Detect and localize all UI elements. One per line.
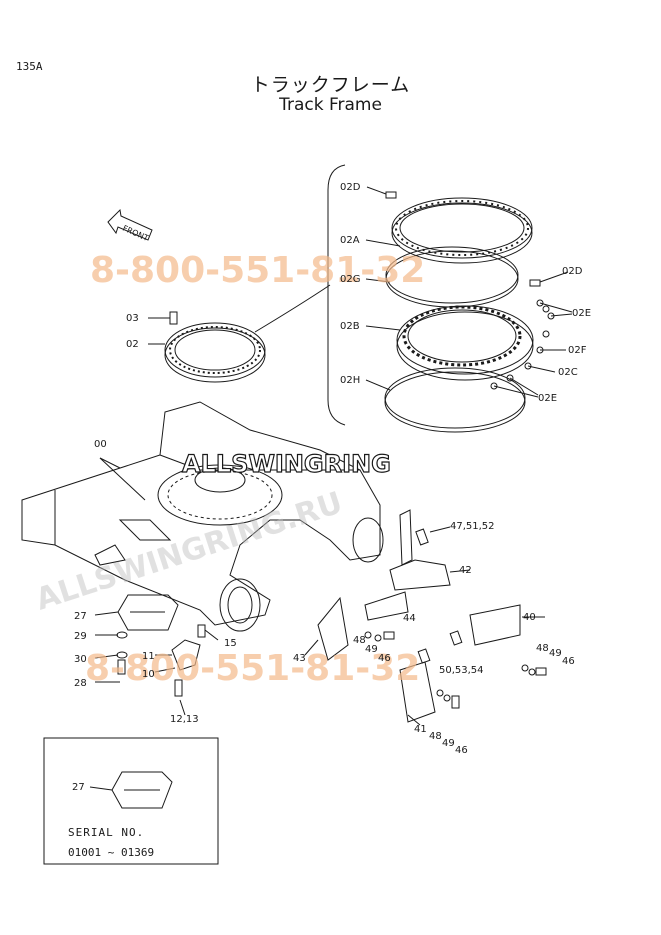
label-49a: 49	[365, 644, 378, 655]
label-10: 10	[142, 669, 155, 680]
label-02f: 02F	[568, 345, 587, 356]
label-48c: 48	[429, 731, 442, 742]
label-44: 44	[403, 613, 416, 624]
title-english: Track Frame	[279, 95, 382, 115]
label-12-13: 12,13	[170, 714, 199, 725]
label-02e-top: 02E	[572, 308, 591, 319]
brand-watermark: ALLSWINGRING	[182, 450, 391, 478]
bracket-44	[364, 591, 409, 621]
inset-label-27: 27	[72, 782, 85, 793]
plate-43	[304, 596, 349, 661]
label-02b: 02B	[340, 321, 360, 332]
label-03: 03	[126, 313, 139, 324]
ring-02h	[384, 367, 526, 429]
serial-number-label: SERIAL NO.	[68, 826, 145, 839]
label-27: 27	[74, 611, 87, 622]
label-15: 15	[224, 638, 237, 649]
label-02: 02	[126, 339, 139, 350]
ring-02a	[391, 197, 533, 264]
label-02d-top: 02D	[340, 182, 361, 193]
label-46a: 46	[378, 653, 391, 664]
site-watermark: ALLSWINGRING.RU	[32, 485, 347, 617]
label-46b: 46	[562, 656, 575, 667]
bolts-and-washers	[364, 526, 547, 709]
label-29: 29	[74, 631, 87, 642]
title-japanese: トラックフレーム	[250, 74, 411, 96]
label-02g: 02G	[340, 274, 360, 285]
label-30: 30	[74, 654, 87, 665]
label-46c: 46	[455, 745, 468, 756]
ring-02b	[396, 305, 534, 381]
label-47: 47,51,52	[450, 521, 495, 532]
group-connector	[254, 284, 331, 333]
cover-40	[469, 604, 545, 646]
front-arrow-label: FRONT	[121, 224, 150, 243]
label-02a: 02A	[340, 235, 360, 246]
label-02d-right: 02D	[562, 266, 583, 277]
serial-number-range: 01001 ~ 01369	[68, 846, 155, 859]
small-fittings	[385, 191, 573, 398]
label-43: 43	[293, 653, 306, 664]
phone-watermark-top: 8-800-551-81-32	[90, 250, 425, 291]
label-42: 42	[459, 565, 472, 576]
label-28: 28	[74, 678, 87, 689]
group-bracket	[327, 164, 346, 426]
cover-41	[399, 661, 436, 726]
label-49b: 49	[549, 648, 562, 659]
label-11: 11	[142, 651, 155, 662]
label-02c: 02C	[558, 367, 578, 378]
pad-10-11	[154, 624, 219, 716]
shoe-27	[94, 594, 179, 683]
label-02h: 02H	[340, 375, 360, 386]
label-50: 50,53,54	[439, 665, 484, 676]
front-arrow-icon: FRONT	[107, 208, 153, 243]
label-48b: 48	[536, 643, 549, 654]
serial-inset-box	[43, 737, 219, 865]
ring-02g	[385, 246, 519, 304]
label-02e-bottom: 02E	[538, 393, 557, 404]
label-41: 41	[414, 724, 427, 735]
page-code: 135A	[16, 60, 43, 73]
bracket-42	[389, 509, 471, 591]
label-49c: 49	[442, 738, 455, 749]
track-frame-00	[21, 401, 384, 632]
label-00: 00	[94, 439, 107, 450]
bearing-02	[148, 311, 266, 383]
phone-watermark-bottom: 8-800-551-81-32	[85, 648, 420, 689]
label-40: 40	[523, 612, 536, 623]
label-48a: 48	[353, 635, 366, 646]
